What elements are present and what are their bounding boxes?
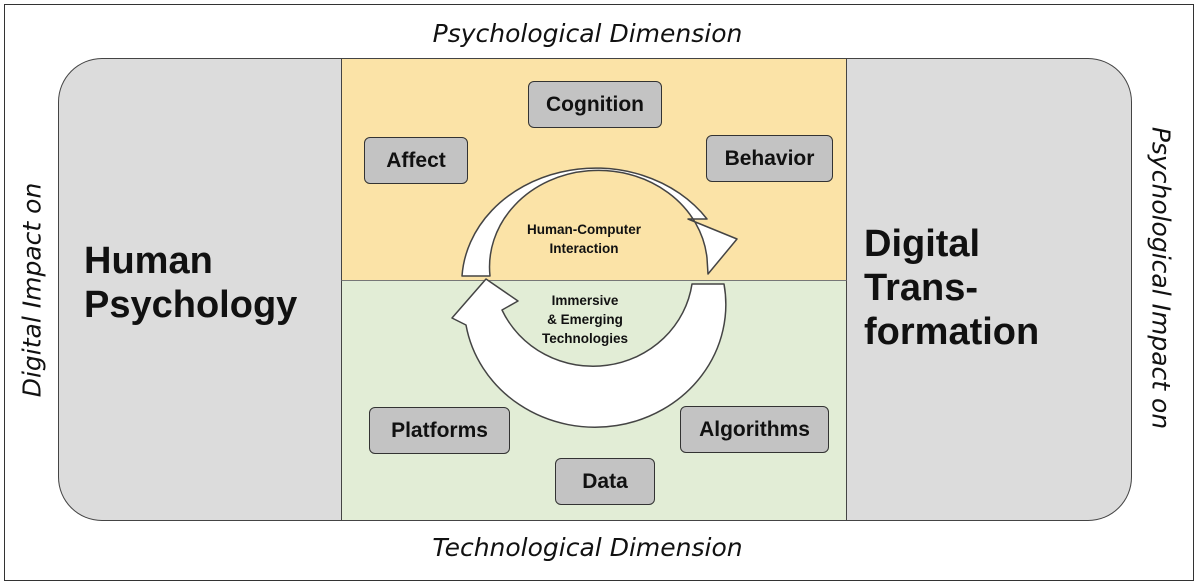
cognition-box: Cognition: [528, 81, 662, 128]
platforms-box: Platforms: [369, 407, 510, 454]
digital-transformation-title: Digital Trans- formation: [864, 223, 1040, 353]
algorithms-box: Algorithms: [680, 406, 829, 453]
psychological-impact-label: Psychological Impact on: [1146, 126, 1176, 430]
human-computer-interaction-label: Human-Computer Interaction: [527, 222, 641, 256]
right-panel-digital-transformation: [846, 58, 1132, 521]
immersive-emerging-technologies-label: Immersive & Emerging Technologies: [541, 293, 628, 346]
immersive-arrow: [451, 278, 727, 428]
cycle-arrows: [451, 167, 738, 428]
left-panel-human-psychology: [58, 58, 342, 521]
technological-dimension-label: Technological Dimension: [432, 533, 743, 562]
hci-arrow: [461, 167, 738, 277]
diagram-frame: [4, 4, 1194, 581]
behavior-box: Behavior: [706, 135, 833, 182]
psychological-dimension-label: Psychological Dimension: [432, 19, 743, 48]
affect-box: Affect: [364, 137, 468, 184]
digital-impact-label: Digital Impact on: [17, 182, 47, 398]
data-box: Data: [555, 458, 655, 505]
human-psychology-title: Human Psychology: [84, 240, 298, 326]
